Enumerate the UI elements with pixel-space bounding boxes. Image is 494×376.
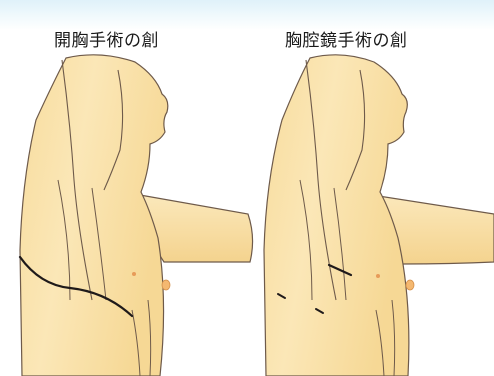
left-figure-nipple — [162, 280, 170, 290]
left-figure-navel-dot — [132, 272, 136, 276]
right-figure-navel-dot — [376, 274, 380, 278]
left-figure-body — [20, 55, 168, 376]
right-figure-body — [264, 55, 409, 376]
right-figure-nipple — [406, 280, 414, 290]
thoracotomy-figure — [20, 55, 253, 376]
thoracoscopic-figure — [264, 55, 494, 376]
